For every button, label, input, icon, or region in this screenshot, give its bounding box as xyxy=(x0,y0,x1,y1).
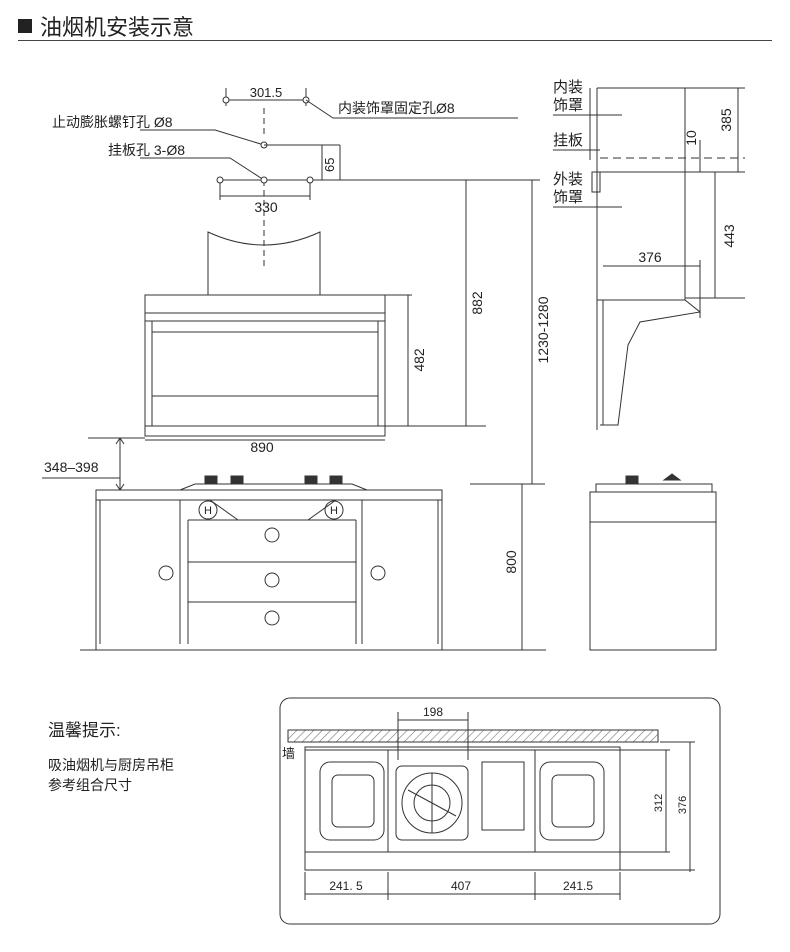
dim-65: 65 xyxy=(322,158,337,172)
wall-label: 墙 xyxy=(282,746,295,761)
page-title: 油烟机安装示意 xyxy=(40,15,195,40)
dim-407: 407 xyxy=(451,879,471,893)
dim-890: 890 xyxy=(250,439,274,455)
dim-348-398: 348–398 xyxy=(44,459,99,475)
top-view xyxy=(279,697,721,925)
side-view xyxy=(553,87,745,651)
outer-cover-label-2: 饰罩 xyxy=(553,189,583,206)
outer-cover-label-1: 外装 xyxy=(553,171,583,188)
tip-line-1: 吸油烟机与厨房吊柜 xyxy=(48,757,174,773)
dim-330: 330 xyxy=(254,199,278,215)
tip-title: 温馨提示: xyxy=(48,721,121,740)
dim-385: 385 xyxy=(718,108,734,132)
dim-482: 482 xyxy=(411,348,427,372)
dim-301-5: 301.5 xyxy=(250,85,283,100)
tip-line-2: 参考组合尺寸 xyxy=(48,777,132,793)
dim-376-top: 376 xyxy=(677,796,689,814)
dim-800: 800 xyxy=(503,550,519,574)
section-header: 油烟机安装示意 xyxy=(18,10,194,42)
dim-443: 443 xyxy=(721,224,737,248)
front-view: H H xyxy=(42,88,546,651)
header-rule xyxy=(18,40,772,41)
anchor-hole-label: 止动膨胀螺钉孔 Ø8 xyxy=(52,114,173,130)
dim-241-5-left: 241. 5 xyxy=(329,879,363,893)
dim-198: 198 xyxy=(423,705,443,719)
header-square-icon xyxy=(18,19,32,33)
dim-376-side: 376 xyxy=(638,249,662,265)
inner-cover-label-1: 内装 xyxy=(553,79,583,96)
dim-241-5-right: 241.5 xyxy=(563,879,593,893)
dim-312: 312 xyxy=(653,794,665,812)
dim-882: 882 xyxy=(469,291,485,315)
dim-1230-1280: 1230-1280 xyxy=(535,296,551,363)
hang-plate-label: 挂板 xyxy=(553,131,583,149)
svg-text:H: H xyxy=(204,505,212,517)
svg-text:H: H xyxy=(330,505,338,517)
inner-cover-label-2: 饰罩 xyxy=(553,97,583,114)
hang-plate-hole-label: 挂板孔 3-Ø8 xyxy=(108,142,185,158)
tip-panel: 温馨提示: 吸油烟机与厨房吊柜 参考组合尺寸 xyxy=(48,716,174,795)
inner-cover-hole-label: 内装饰罩固定孔Ø8 xyxy=(338,100,455,116)
dim-10: 10 xyxy=(683,130,699,146)
